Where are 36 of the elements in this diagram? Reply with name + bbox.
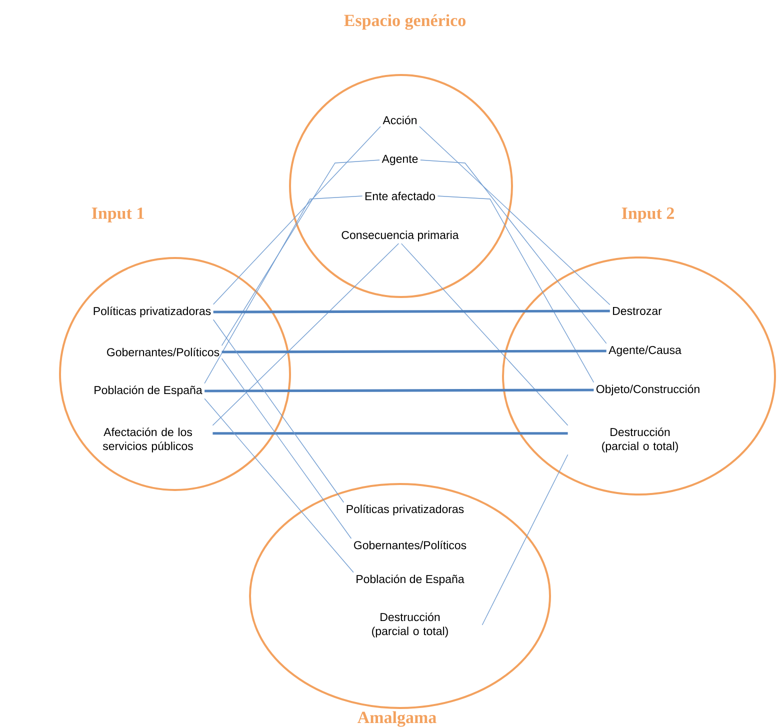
connector-line <box>212 243 400 426</box>
connector-line <box>482 454 568 626</box>
connector-bar <box>204 388 594 392</box>
connector-bar <box>213 310 610 314</box>
connector-bar <box>222 350 606 354</box>
text-label: Agente <box>382 154 418 166</box>
text-label: Destrucción (parcial o total) <box>602 428 678 452</box>
connector-line <box>420 160 607 344</box>
text-label: Destrucción (parcial o total) <box>372 612 448 638</box>
connector-line <box>204 398 354 573</box>
text-label: Ente afectado <box>365 192 435 200</box>
circle-heading: Input 1 <box>92 208 144 222</box>
connector-line <box>212 126 381 305</box>
text-label: Políticas privatizadoras <box>346 504 464 516</box>
text-label: Población de España <box>94 386 202 396</box>
text-label: Afectación de los servicios públicos <box>102 428 193 452</box>
text-label: Agente/Causa <box>608 346 682 356</box>
text-label: Objeto/Construcción <box>596 384 700 396</box>
connector-line <box>221 358 352 539</box>
text-label: Destrozar <box>613 307 662 315</box>
connector-line <box>437 196 594 383</box>
text-label: Políticas privatizadoras <box>94 306 211 318</box>
connector-line <box>204 196 363 384</box>
circle-heading: Espacio genérico <box>344 14 466 30</box>
connector-bar <box>212 432 568 435</box>
text-label: Población de España <box>356 574 464 586</box>
circle-heading: Input 2 <box>622 208 674 222</box>
text-label: Gobernantes/Políticos <box>107 348 220 356</box>
text-label: Consecuencia primaria <box>342 230 459 242</box>
connector-line <box>419 126 610 306</box>
text-label: Gobernantes/Políticos <box>354 540 466 550</box>
connector-line <box>400 243 568 426</box>
text-label: Acción <box>382 116 416 124</box>
circle-heading: Amalgama <box>358 711 436 727</box>
connector-line <box>221 160 380 346</box>
connector-line <box>212 319 344 503</box>
